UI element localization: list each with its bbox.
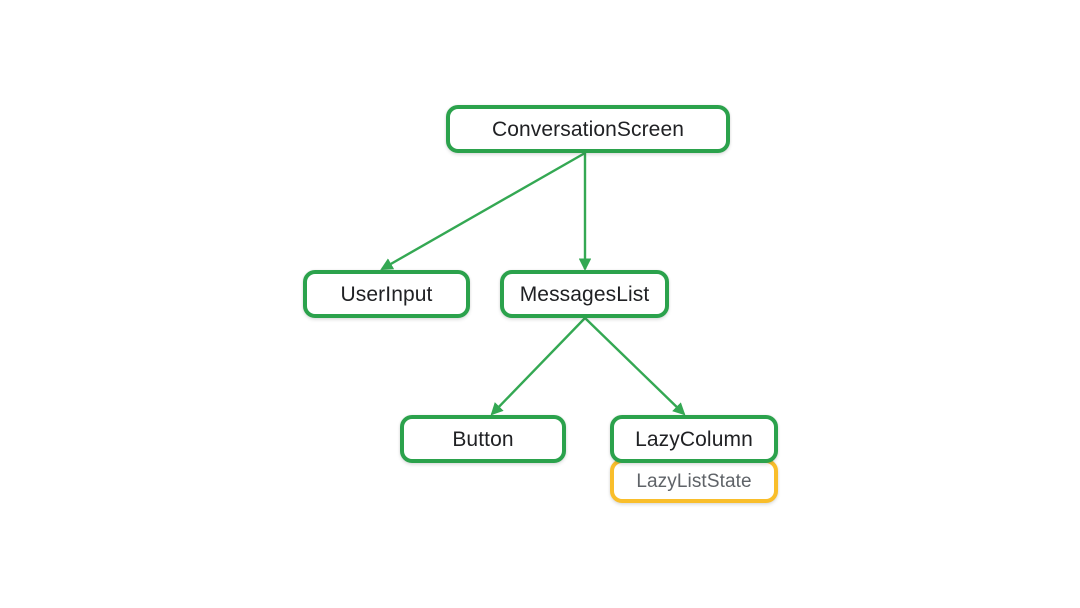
node-messageslist[interactable]: MessagesList xyxy=(500,270,669,318)
node-label: LazyListState xyxy=(636,470,752,492)
node-lazycolumn[interactable]: LazyColumn xyxy=(610,415,778,463)
node-conversationscreen[interactable]: ConversationScreen xyxy=(446,105,730,153)
edge-conversationscreen-userinput xyxy=(380,151,586,271)
node-label: UserInput xyxy=(340,282,433,306)
node-button[interactable]: Button xyxy=(400,415,566,463)
node-label: Button xyxy=(452,427,514,451)
edge-messageslist-lazycolumn xyxy=(584,317,686,416)
node-label: ConversationScreen xyxy=(491,117,685,141)
node-label: LazyColumn xyxy=(635,427,753,451)
node-lazyliststate[interactable]: LazyListState xyxy=(610,459,778,503)
edge-messageslist-button xyxy=(490,317,586,416)
node-label: MessagesList xyxy=(519,282,650,306)
node-userinput[interactable]: UserInput xyxy=(303,270,470,318)
